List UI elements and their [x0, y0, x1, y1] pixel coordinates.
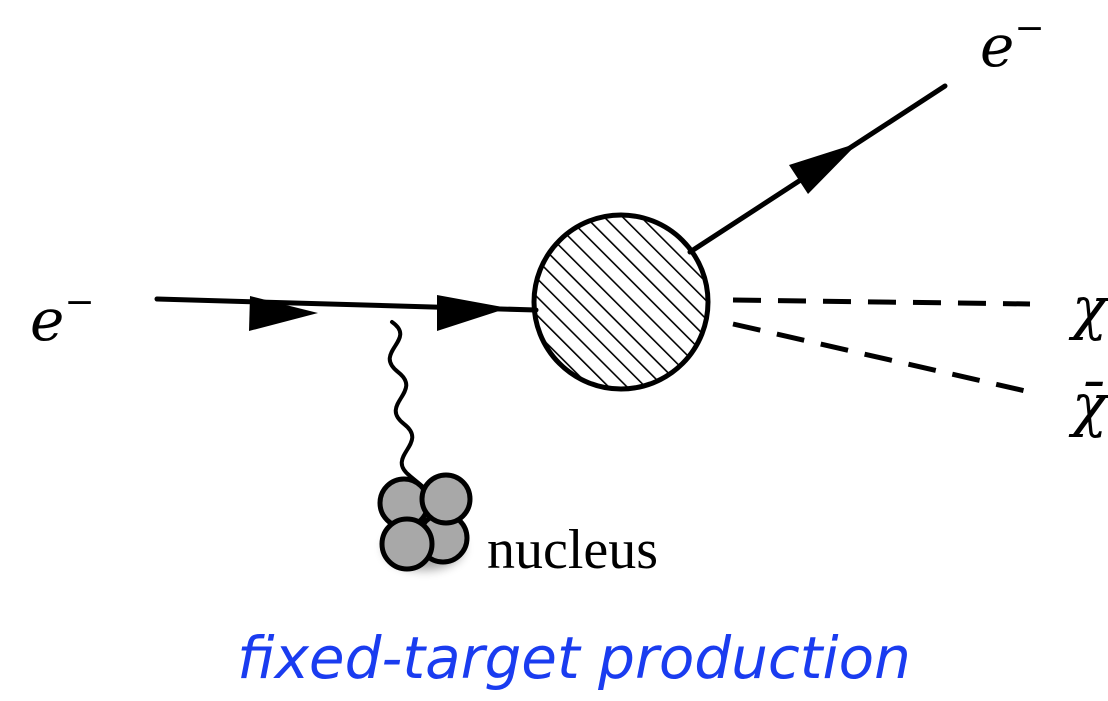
diagram-caption: fixed-target production: [237, 624, 911, 692]
outgoing-electron-arrow: [789, 143, 858, 194]
chi-bar-label: χ̄: [1068, 371, 1108, 439]
incoming-electron-arrow-2: [437, 295, 508, 331]
outgoing-electron-label: e−: [980, 8, 1045, 80]
chi-dashed-line: [732, 297, 1031, 307]
incoming-electron-arrow-1: [249, 296, 318, 331]
photon-line: [387, 320, 427, 492]
incoming-electron-label: e−: [30, 282, 95, 354]
interaction-blob: [531, 212, 711, 392]
chi-label: χ: [1068, 274, 1108, 342]
chi-bar-dashed-line: [732, 321, 1031, 395]
nucleus-icon: [377, 472, 473, 572]
nucleus-label: nucleus: [487, 519, 658, 581]
